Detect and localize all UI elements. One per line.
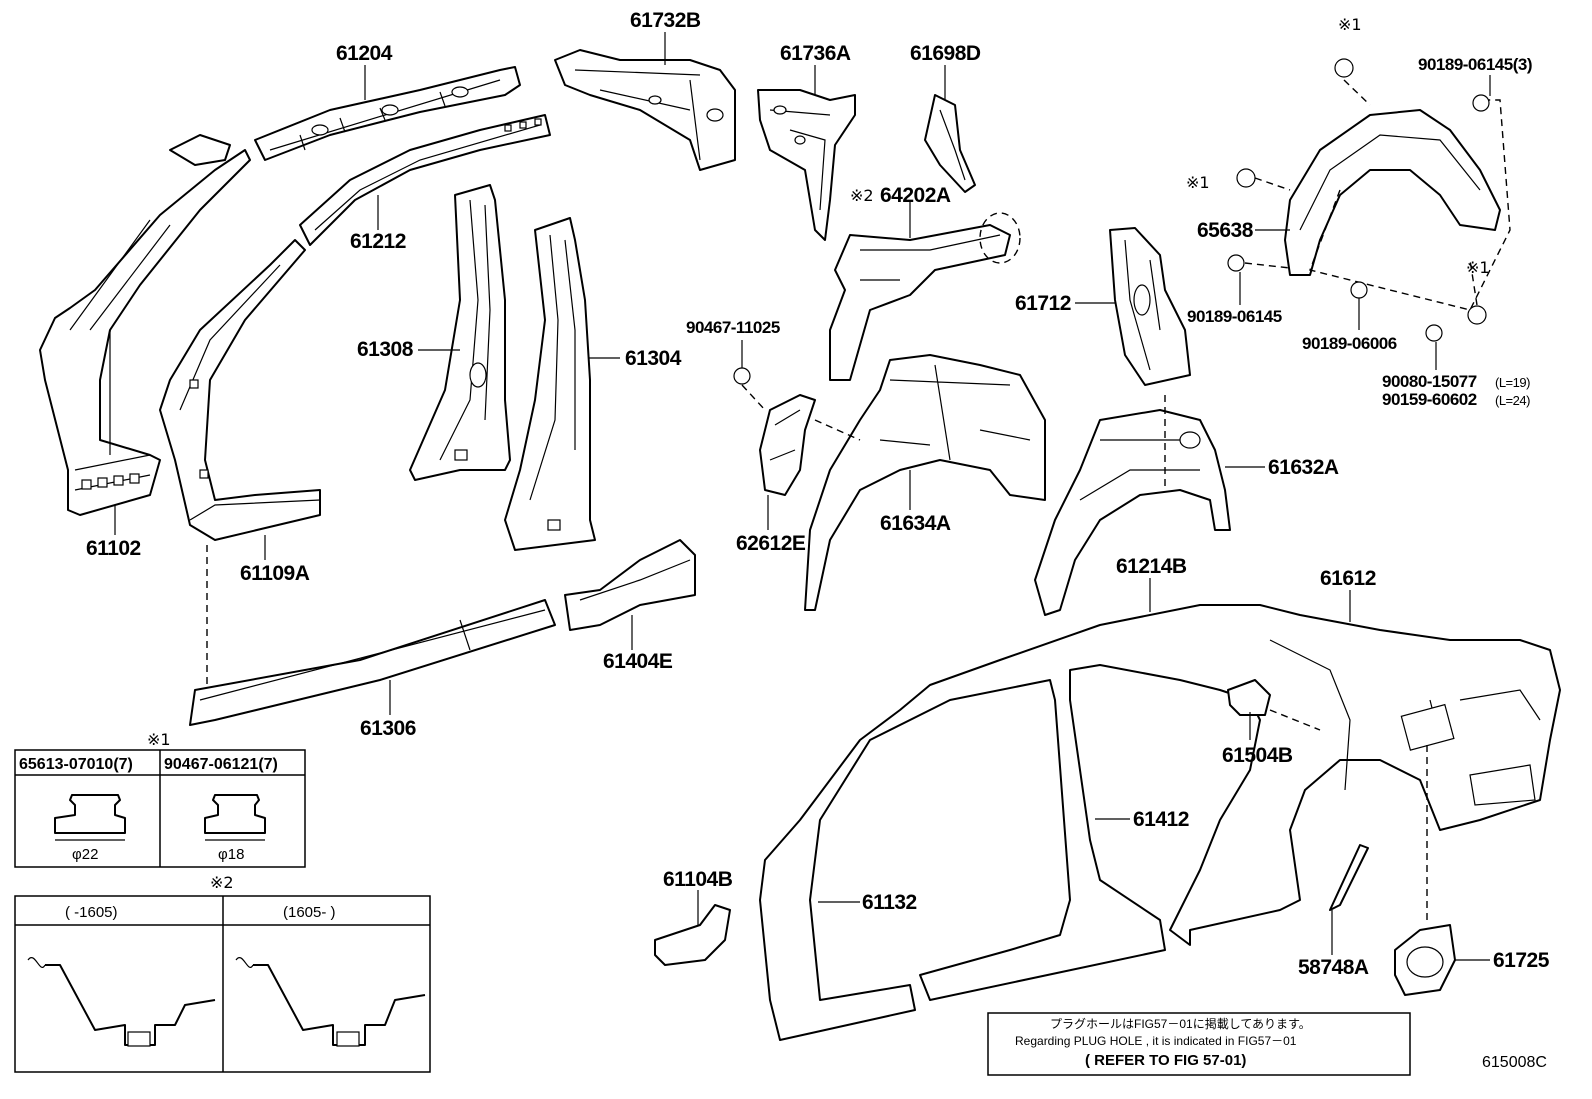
part-61204-drawing — [254, 66, 521, 161]
part-61304-drawing — [504, 217, 596, 551]
part-58748A-drawing — [1329, 844, 1369, 911]
label-61212: 61212 — [350, 230, 406, 253]
mark-1-left: ※1 — [1186, 173, 1210, 192]
part-61109A-drawing — [159, 239, 321, 541]
label-61634A: 61634A — [880, 512, 951, 535]
label-61698D: 61698D — [910, 42, 981, 65]
section-profile-old — [27, 957, 216, 1047]
label-61306: 61306 — [360, 717, 416, 740]
part-labels: 61204 61732B 61736A 61698D 61212 61308 6… — [86, 9, 1550, 979]
label-61204: 61204 — [336, 42, 393, 65]
part-61104B-drawing — [654, 904, 731, 966]
part-61725-drawing — [1394, 924, 1456, 996]
label-61132: 61132 — [862, 891, 917, 914]
label-58748A: 58748A — [1298, 956, 1369, 979]
label-61404E: 61404E — [603, 650, 673, 673]
part-61698D-drawing — [924, 94, 976, 193]
label-61214B: 61214B — [1116, 555, 1187, 578]
part-62612E-drawing — [759, 394, 816, 496]
fasteners — [733, 58, 1490, 385]
label-61104B: 61104B — [663, 868, 733, 891]
label-90189-06006: 90189-06006 — [1302, 334, 1397, 353]
part-61634A-drawing — [804, 354, 1046, 611]
part-61612-drawing — [759, 604, 1561, 1041]
label-61504B: 61504B — [1222, 744, 1293, 767]
label-61736A: 61736A — [780, 42, 851, 65]
assembly-lines — [206, 79, 1478, 925]
fastener-table: ※1 65613-07010(7) 90467-06121(7) φ22 φ18 — [14, 730, 306, 868]
label-90467-11025: 90467-11025 — [686, 318, 780, 337]
table-col2-dim: φ18 — [218, 846, 244, 863]
table-col2-header: 90467-06121(7) — [164, 756, 278, 773]
version-col2: (1605- ) — [283, 904, 336, 921]
part-61504B-drawing — [1227, 679, 1271, 716]
label-61712: 61712 — [1015, 292, 1071, 315]
mark-2-64202A: ※2 — [850, 186, 874, 205]
label-90159-60602: 90159-60602 — [1382, 390, 1477, 409]
version-col1: ( -1605) — [65, 904, 118, 921]
part-61306-drawing — [189, 599, 556, 726]
label-61725: 61725 — [1493, 949, 1550, 972]
section-profile-new — [235, 957, 426, 1047]
part-64202A-drawing — [829, 212, 1021, 381]
label-90080-15077: 90080-15077 — [1382, 372, 1477, 391]
clip-icon-small — [204, 794, 266, 841]
version-table: ※2 ( -1605) (1605- ) — [14, 873, 431, 1073]
mark-1-right: ※1 — [1466, 258, 1490, 277]
label-61109A: 61109A — [240, 562, 310, 585]
label-61632A: 61632A — [1268, 456, 1339, 479]
label-90159-length: (L=24) — [1495, 393, 1530, 408]
note-line3: ( REFER TO FIG 57-01) — [1085, 1052, 1246, 1069]
label-62612E: 62612E — [736, 532, 806, 555]
label-65638: 65638 — [1197, 219, 1254, 242]
label-61304: 61304 — [625, 347, 682, 370]
table-col1-dim: φ22 — [72, 846, 98, 863]
leader-lines — [114, 32, 1491, 961]
label-64202A: 64202A — [880, 184, 951, 207]
part-61736A-drawing — [757, 89, 856, 241]
part-65638-drawing — [1284, 99, 1511, 311]
label-61612: 61612 — [1320, 567, 1376, 590]
label-61102: 61102 — [86, 537, 141, 560]
note-line1: プラグホールはFIG57－01に掲載してあります。 — [1050, 1016, 1311, 1031]
label-61732B: 61732B — [630, 9, 701, 32]
part-61712-drawing — [1109, 227, 1191, 386]
part-61102-drawing — [39, 134, 251, 516]
note-line2: Regarding PLUG HOLE , it is indicated in… — [1015, 1034, 1297, 1048]
part-61404E-drawing — [564, 539, 696, 631]
mark-1-table: ※1 — [147, 730, 171, 749]
part-61212-drawing — [299, 114, 551, 246]
part-61732B-drawing — [554, 49, 736, 171]
figure-code: 615008C — [1482, 1054, 1547, 1071]
label-61308: 61308 — [357, 338, 414, 361]
mark-2-table: ※2 — [210, 873, 234, 892]
mark-1-top: ※1 — [1338, 15, 1362, 34]
label-90189-06145: 90189-06145 — [1187, 307, 1282, 326]
part-61632A-drawing — [1034, 409, 1231, 616]
label-90080-length: (L=19) — [1495, 375, 1530, 390]
clip-icon-large — [54, 794, 126, 841]
label-90189-06145-3: 90189-06145(3) — [1418, 55, 1532, 74]
table-col1-header: 65613-07010(7) — [19, 756, 133, 773]
label-61412: 61412 — [1133, 808, 1189, 831]
part-61308-drawing — [409, 184, 511, 481]
plug-hole-note: プラグホールはFIG57－01に掲載してあります。 Regarding PLUG… — [987, 1012, 1411, 1076]
